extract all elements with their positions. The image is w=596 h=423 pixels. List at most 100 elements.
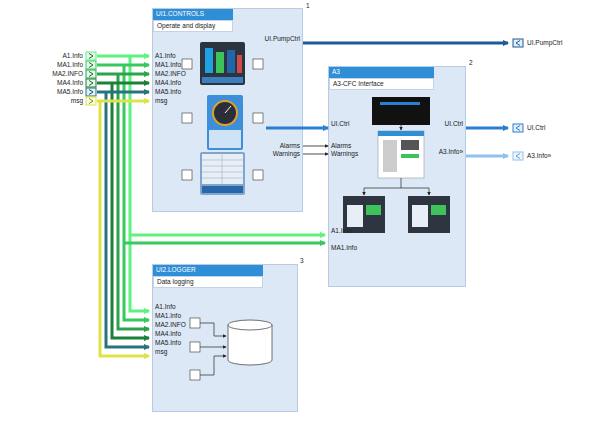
table-footer [202, 186, 243, 193]
hmi-panel [412, 205, 428, 227]
signal-wire [97, 64, 149, 67]
outport-symbol [516, 41, 520, 46]
gauge-dial [213, 101, 237, 125]
inport-symbol [86, 97, 96, 105]
display-strip [202, 77, 243, 83]
outport-symbol [513, 124, 523, 132]
inport-symbol [86, 61, 96, 69]
gauge-needle [225, 106, 231, 113]
signal-label: Warnings [273, 151, 300, 158]
navigation-line [401, 188, 429, 195]
signal-label: MA5.Info [155, 89, 181, 96]
signal-wire [106, 92, 149, 347]
port-block [182, 59, 192, 69]
signal-wire [124, 65, 149, 320]
port-label: UI.Ctrl [527, 125, 545, 132]
signal-wire [130, 56, 149, 311]
hmi-panel [383, 140, 397, 172]
signal-wire [118, 74, 149, 329]
logging-line [200, 356, 226, 375]
signal-wire [112, 83, 149, 338]
gauge-readout [209, 130, 241, 148]
inport-symbol [89, 72, 93, 77]
signal-label: A1.Info [155, 304, 176, 311]
port-block [182, 170, 192, 180]
signal-wire [130, 234, 325, 237]
subsystem-block: A3A3-CFC Interface [328, 66, 466, 287]
inport-symbol [89, 90, 93, 95]
signal-wire [100, 101, 149, 356]
display-bar [216, 52, 224, 73]
signal-connector [303, 127, 328, 130]
inport-symbol [89, 54, 93, 59]
table-rule [202, 172, 243, 173]
logging-line [200, 347, 226, 348]
inport-symbol [86, 79, 96, 87]
display-bar [205, 48, 213, 73]
signal-label: A3.Info» [439, 149, 463, 156]
outport-symbol [513, 152, 523, 160]
port-label: MA2.INFO [52, 71, 83, 78]
outport-symbol [513, 39, 523, 47]
inport-symbol [86, 52, 96, 60]
signal-label: Warnings [331, 151, 358, 158]
outport-symbol [516, 154, 520, 159]
gauge-panel [207, 95, 243, 150]
port-label: MA1.Info [57, 62, 83, 69]
port-block [190, 370, 200, 380]
database-symbol [228, 320, 272, 330]
navigation-line [401, 125, 402, 130]
table-body [202, 154, 243, 184]
hmi-screen [378, 131, 424, 178]
signal-wire [266, 127, 303, 130]
block-description: A3-CFC Interface [329, 78, 434, 90]
hmi-bar [378, 131, 424, 136]
port-label: UI.PumpCtrl [527, 40, 562, 47]
table-screen [200, 152, 245, 195]
port-label: MA4.Info [57, 80, 83, 87]
hmi-screen [408, 196, 450, 233]
signal-label: MA2.INFO [155, 71, 186, 78]
signal-label: msg [155, 349, 167, 356]
block-title: UI2.LOGGER [153, 265, 263, 276]
signal-wire [97, 73, 149, 76]
database-symbol [228, 325, 272, 365]
port-block [182, 113, 192, 123]
hmi-panel [431, 205, 446, 215]
signal-label: msg [155, 98, 167, 105]
inport-symbol [86, 88, 96, 96]
signal-label: Alarms [331, 143, 351, 150]
subsystem-block: UI2.LOGGERData logging [152, 264, 298, 412]
hmi-screen [372, 97, 430, 125]
port-block [190, 342, 200, 352]
navigation-line [364, 178, 401, 195]
signal-label: MA1.Info [155, 62, 181, 69]
signal-label: UI.Ctrl [331, 121, 349, 128]
callout-number: 2 [469, 60, 473, 67]
block-description: Operate and display [153, 20, 233, 32]
port-label: msg [71, 98, 83, 105]
signal-wire [97, 82, 149, 85]
port-label: MA5.Info [57, 89, 83, 96]
inport-symbol [89, 81, 93, 86]
signal-label: A1.Info [155, 53, 176, 60]
table-rule [222, 154, 223, 184]
block-title: UI1.CONTROLS [153, 9, 233, 20]
hmi-panel [401, 154, 419, 158]
signal-label: MA4.Info [155, 80, 181, 87]
signal-wire [124, 242, 325, 245]
signal-wire [97, 91, 149, 94]
port-block [253, 170, 263, 180]
block-title: A3 [329, 67, 434, 78]
port-block [253, 59, 263, 69]
subsystem-block: UI1.CONTROLSOperate and display [152, 8, 303, 212]
table-rule [202, 166, 243, 167]
signal-wire [303, 42, 508, 45]
block-description: Data logging [153, 276, 263, 288]
outport-symbol [516, 126, 520, 131]
signal-connector [303, 146, 328, 147]
